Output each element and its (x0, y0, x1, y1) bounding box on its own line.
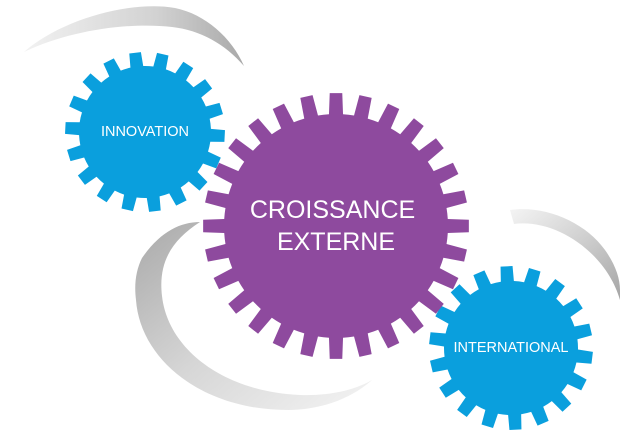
gear-international-label-line-1: INTERNATIONAL (454, 340, 569, 356)
top-swoosh-arc (24, 6, 244, 66)
right-swoosh-arc (510, 209, 620, 300)
gear-international: INTERNATIONAL (429, 266, 593, 430)
bottom-left-swoosh-arc (135, 222, 372, 410)
gear-croissance-externe: CROISSANCE EXTERNE (203, 93, 469, 359)
gear-international-label: INTERNATIONAL (454, 340, 569, 356)
gear-innovation: INNOVATION (65, 52, 225, 212)
gear-croissance-externe-label: CROISSANCE EXTERNE (250, 196, 422, 256)
gear-international-shape (429, 266, 593, 430)
gear-croissance-externe-label-line-1: CROISSANCE (250, 196, 415, 224)
gear-croissance-externe-shape (203, 93, 469, 359)
gear-innovation-label-line-1: INNOVATION (101, 124, 189, 140)
gear-croissance-externe-label-line-2: EXTERNE (277, 228, 395, 256)
gear-innovation-label: INNOVATION (101, 124, 189, 140)
gear-innovation-shape (65, 52, 225, 212)
